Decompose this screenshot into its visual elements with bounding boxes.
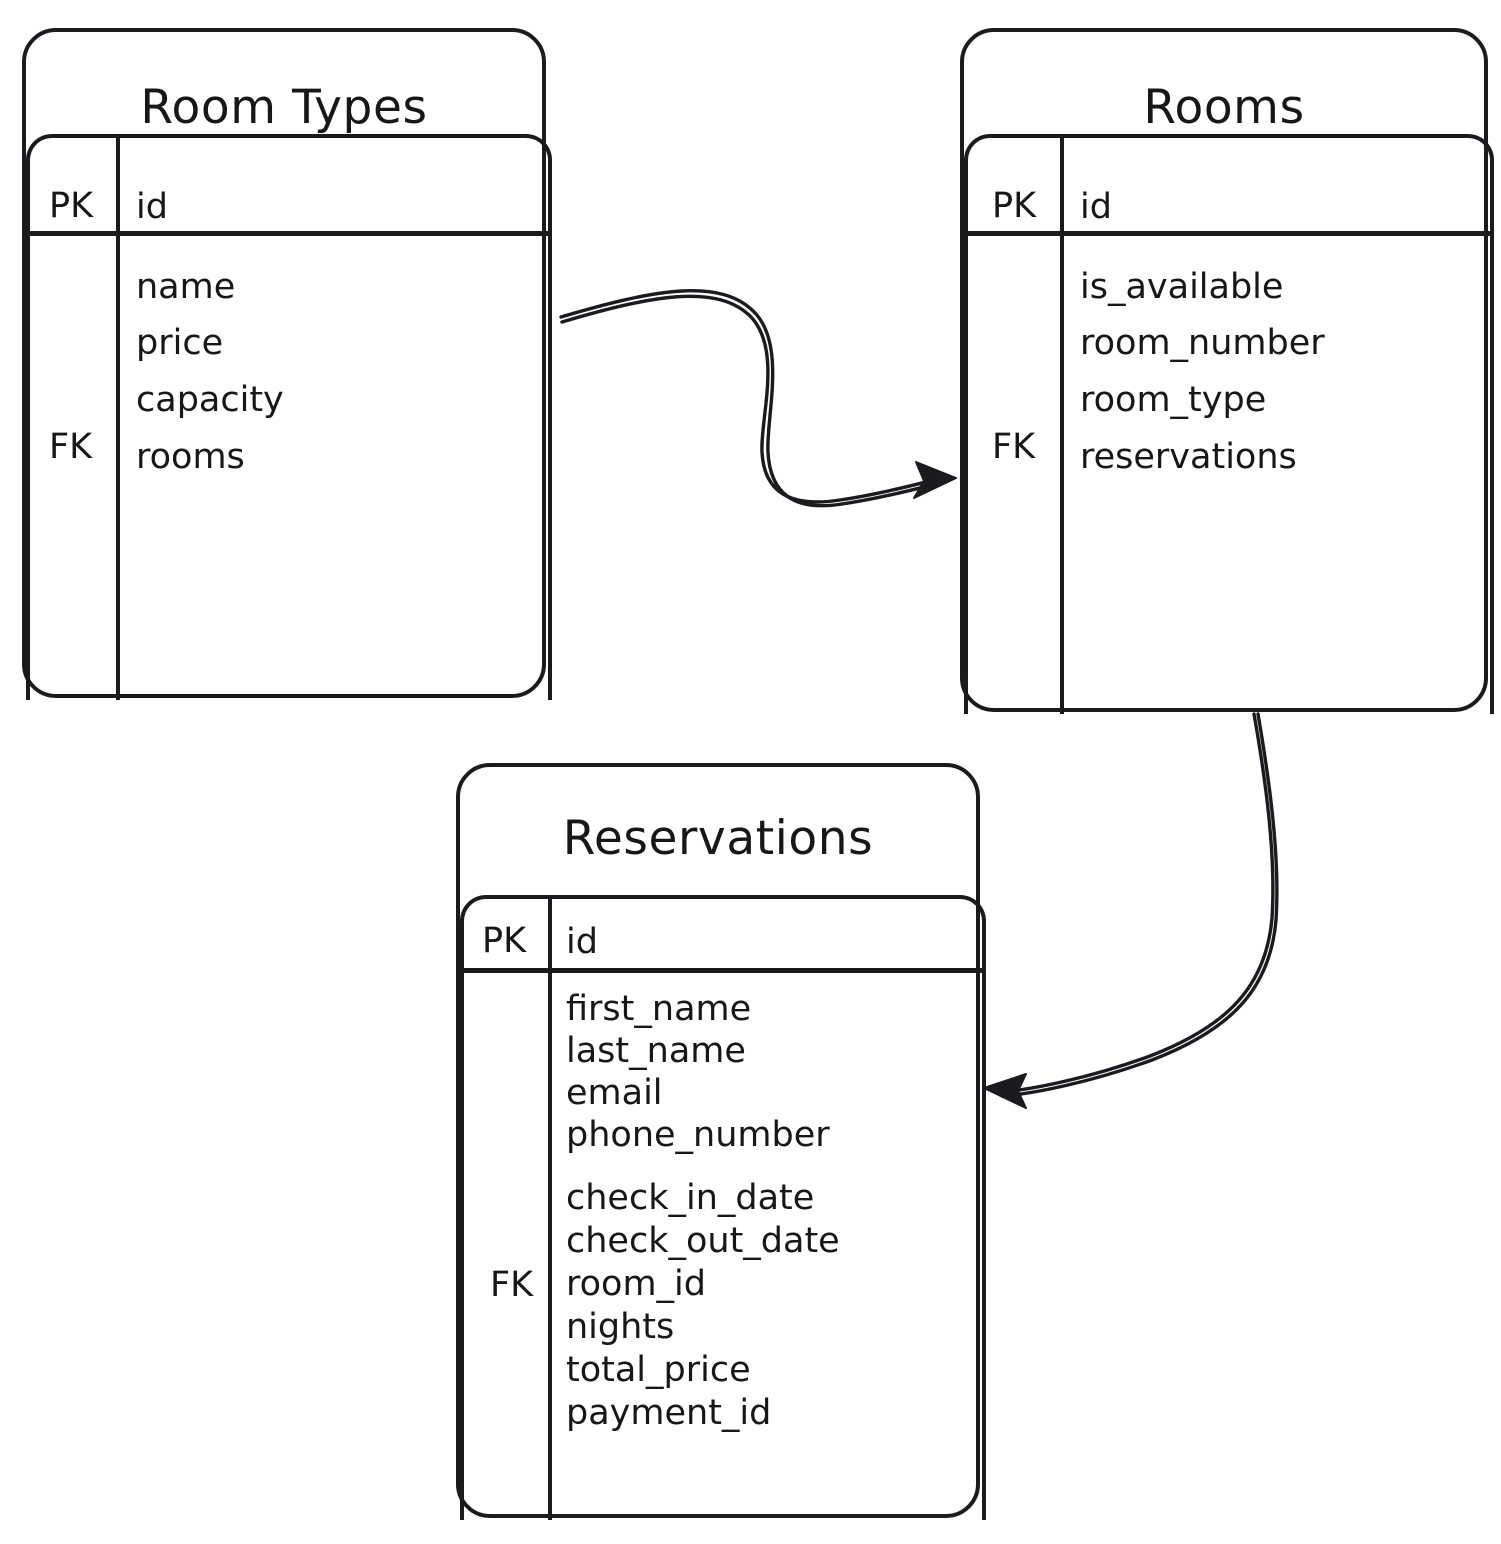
entity-reservations-title: Reservations [562,811,874,866]
entity-rooms-field-room-type: room_type [1080,380,1267,420]
entity-reservations-field-id: id [566,922,598,962]
entity-room-types-column-divider [116,138,120,700]
entity-reservations[interactable]: Reservations PK FK id first_name last_na… [456,763,986,1520]
entity-reservations-field-check-out-date: check_out_date [566,1221,840,1261]
relationship-room-types-to-rooms [559,289,957,508]
entity-rooms-table [964,134,1494,714]
entity-reservations-field-email: email [566,1073,663,1113]
entity-reservations-field-check-in-date: check_in_date [566,1178,815,1218]
entity-rooms-column-divider [1060,138,1064,714]
entity-reservations-border [456,763,980,1518]
entity-rooms-pk-label: PK [992,186,1037,226]
entity-reservations-field-phone-number: phone_number [566,1115,830,1155]
entity-room-types-pk-label: PK [49,186,94,226]
entity-reservations-pk-label: PK [482,921,527,961]
entity-room-types-title: Room Types [140,80,428,135]
entity-reservations-field-room-id: room_id [566,1264,706,1304]
entity-rooms-field-is-available: is_available [1080,267,1284,307]
entity-room-types[interactable]: Room Types PK FK id name price capacity … [22,28,552,700]
entity-rooms-fk-label: FK [992,427,1036,467]
entity-room-types-field-id: id [136,187,168,227]
entity-rooms-field-reservations: reservations [1080,437,1297,477]
entity-reservations-field-payment-id: payment_id [566,1393,772,1433]
entity-room-types-pk-rule [22,231,552,236]
entity-room-types-field-name: name [136,267,236,307]
entity-reservations-field-nights: nights [566,1307,675,1347]
entity-room-types-field-price: price [136,323,224,363]
entity-reservations-table [460,895,986,1520]
arrowhead-left-icon [983,1073,1027,1109]
entity-room-types-fk-label: FK [49,427,93,467]
entity-rooms[interactable]: Rooms PK FK id is_available room_number … [960,28,1494,714]
entity-reservations-field-last-name: last_name [566,1031,746,1071]
entity-rooms-field-room-number: room_number [1080,323,1325,363]
entity-rooms-border [960,28,1488,712]
arrowhead-right-icon [913,461,957,499]
entity-room-types-field-rooms: rooms [136,437,245,477]
entity-reservations-field-total-price: total_price [566,1350,751,1390]
entity-rooms-field-id: id [1080,187,1112,227]
entity-room-types-field-capacity: capacity [136,380,284,420]
entity-reservations-pk-rule [456,968,986,973]
entity-reservations-field-first-name: first_name [566,989,752,1029]
entity-room-types-border [22,28,546,698]
entity-reservations-fk-label: FK [490,1265,534,1305]
relationship-rooms-to-reservations [983,712,1279,1109]
entity-rooms-pk-rule [960,231,1494,236]
entity-rooms-title: Rooms [1143,80,1305,135]
entity-reservations-column-divider [548,899,552,1520]
entity-room-types-table [26,134,552,700]
